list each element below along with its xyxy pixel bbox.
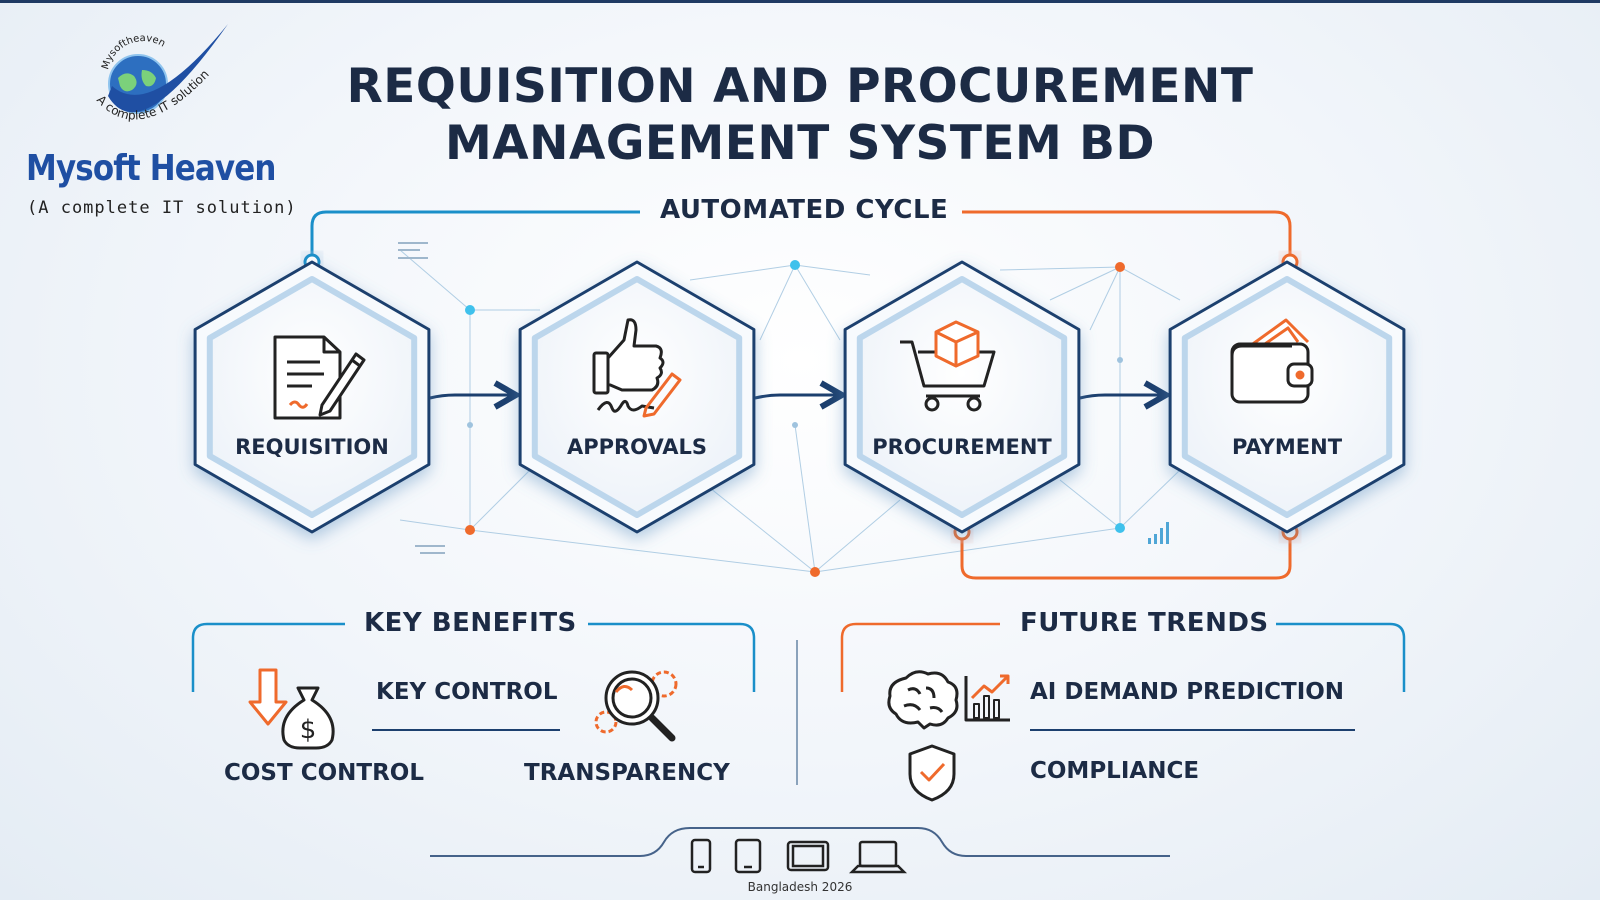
brand-name: Mysoft Heaven — [26, 148, 276, 189]
cycle-arrows — [429, 395, 1166, 398]
cycle-frame — [310, 210, 1292, 580]
trends-heading: FUTURE TRENDS — [1020, 608, 1269, 638]
benefits-heading: KEY BENEFITS — [364, 608, 577, 638]
shield-check-icon — [908, 744, 956, 802]
decorative-list-icon — [398, 242, 445, 554]
footer-curve — [430, 827, 1170, 857]
brand-tagline: (A complete IT solution) — [27, 198, 297, 218]
brain-chart-icon — [887, 670, 1010, 730]
money-bag-down-arrow-icon: $ — [248, 668, 335, 750]
step-label-payment: PAYMENT — [1231, 435, 1343, 459]
benefit-transparency: TRANSPARENCY — [524, 760, 730, 786]
benefit-cost-control: COST CONTROL — [224, 760, 424, 786]
trend-compliance: COMPLIANCE — [1030, 758, 1200, 784]
wallet-icon — [1230, 318, 1314, 404]
footer-text: Bangladesh 2026 — [747, 880, 853, 894]
network-nodes — [465, 260, 1125, 577]
title-line-2: MANAGEMENT SYSTEM BD — [444, 116, 1156, 171]
tablet-icon — [734, 838, 762, 874]
svg-text:$: $ — [300, 715, 317, 745]
document-pen-icon — [273, 335, 366, 420]
phone-icon — [690, 838, 712, 874]
step-label-approvals: APPROVALS — [566, 435, 708, 459]
magnifier-gears-icon — [594, 670, 678, 742]
title-line-1: REQUISITION AND PROCUREMENT — [346, 59, 1254, 114]
trend-ai-demand-prediction: AI DEMAND PREDICTION — [1030, 679, 1345, 705]
step-label-procurement: PROCUREMENT — [872, 435, 1052, 459]
network-lines — [399, 249, 1181, 573]
trends-frame-left — [840, 622, 1000, 692]
laptop-icon — [848, 840, 908, 874]
page-title: REQUISITION AND PROCUREMENT MANAGEMENT S… — [300, 58, 1300, 172]
hexagon-inner-approvals — [531, 276, 743, 518]
top-border — [0, 0, 1600, 3]
tablet-landscape-icon — [786, 840, 830, 872]
swoosh-icon — [108, 24, 228, 113]
benefit-key-control: KEY CONTROL — [376, 679, 558, 705]
cycle-heading: AUTOMATED CYCLE — [660, 195, 949, 225]
thumbs-up-signature-icon — [592, 318, 682, 418]
decorative-bars-icon — [1148, 522, 1169, 544]
benefits-frame — [191, 622, 756, 692]
shopping-cart-box-icon — [900, 320, 996, 412]
trends-frame-right — [1276, 622, 1406, 692]
step-label-requisition: REQUISITION — [235, 435, 389, 459]
logo: Mysoftheaven A complete IT solution — [94, 24, 228, 123]
